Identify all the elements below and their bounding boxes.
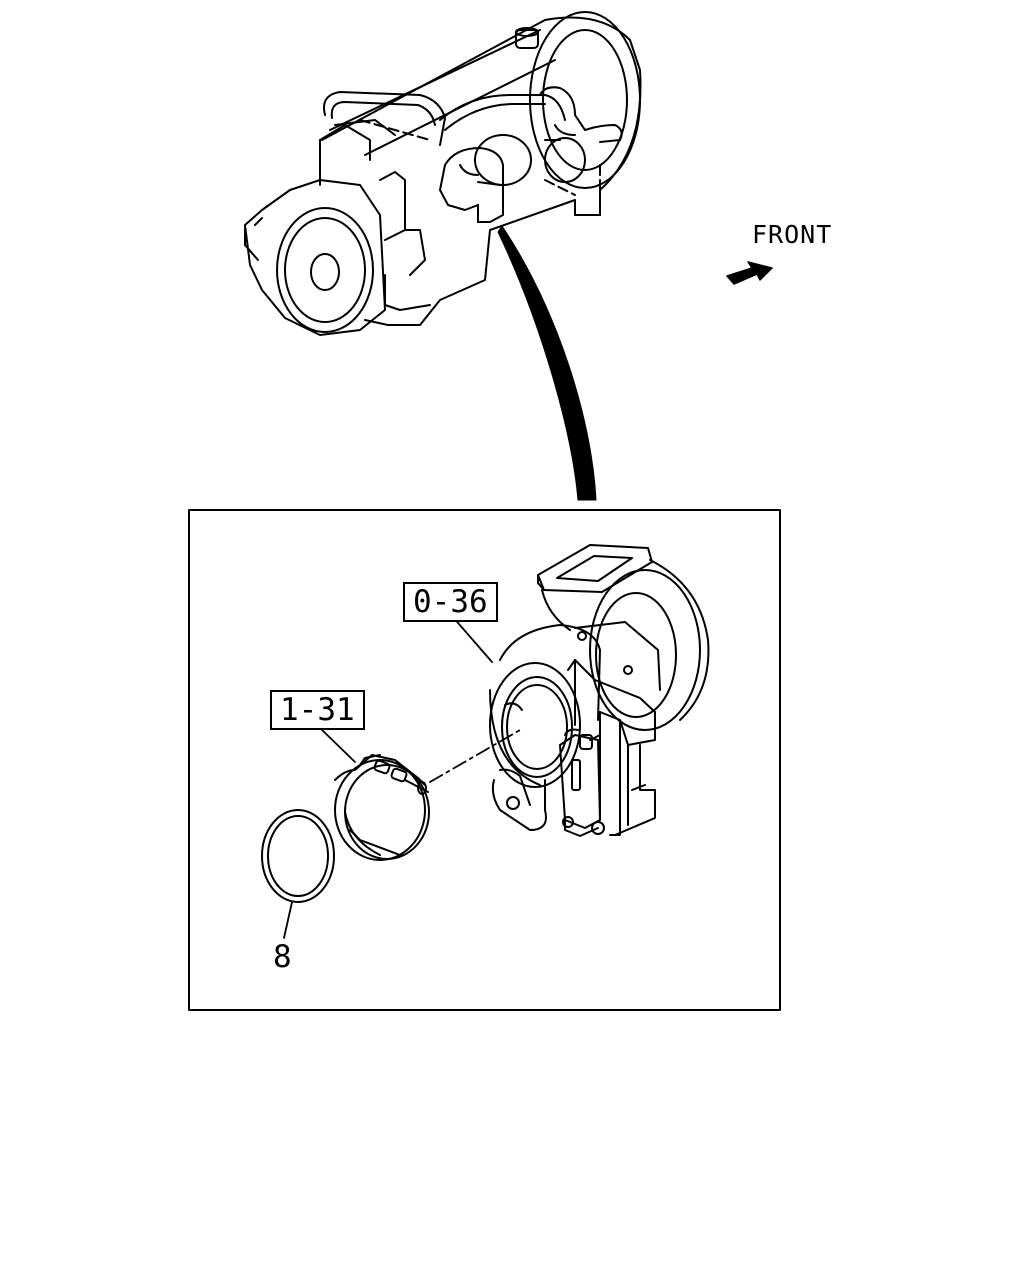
callout-clamp[interactable]: 1-31 [270,690,365,730]
detail-leader-arrow [497,225,597,501]
detail-frame [188,509,781,1011]
v-band-clamp-illustration [334,754,430,861]
leader-1-31 [319,727,356,763]
callout-gasket[interactable]: 8 [273,939,292,975]
front-direction-label: FRONT [752,220,833,249]
alignment-axis [429,729,521,783]
engine-assembly-illustration [244,11,642,336]
front-arrow-icon [726,261,773,285]
leader-8 [283,901,293,939]
turbocharger-illustration [489,544,710,837]
gasket-ring-illustration [261,809,335,903]
leader-0-36 [451,615,493,663]
callout-turbocharger[interactable]: 0-36 [403,582,498,622]
